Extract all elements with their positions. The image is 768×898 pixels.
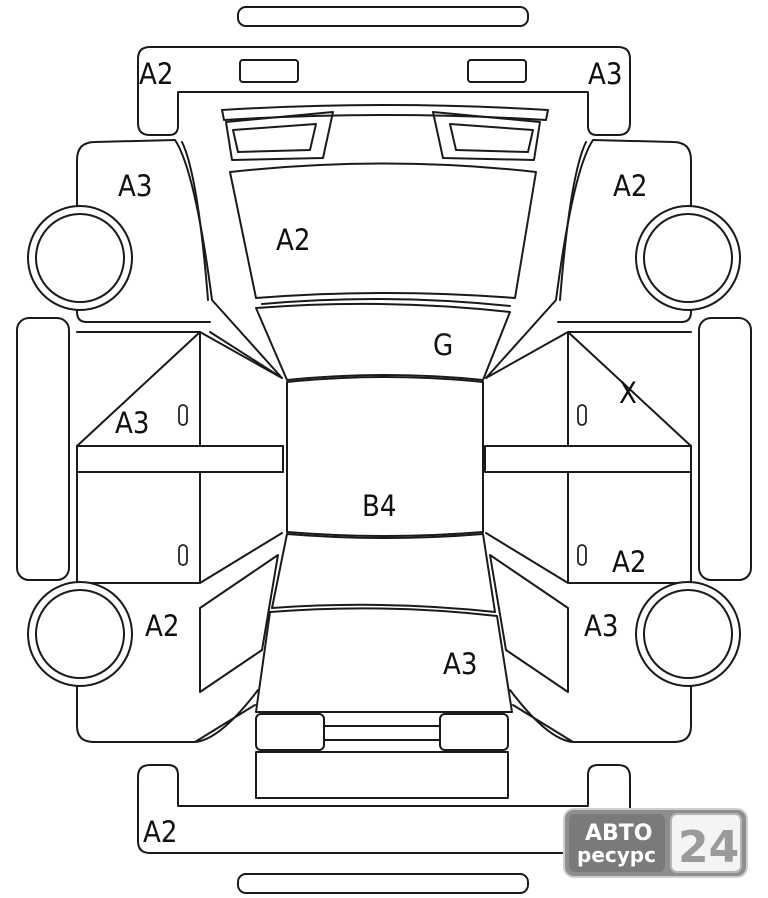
front-bumper xyxy=(137,46,631,136)
left-rear-handle xyxy=(178,544,188,566)
trunk-lid xyxy=(255,607,513,713)
rear-bumper xyxy=(137,764,631,854)
left-front-handle xyxy=(178,404,188,426)
front-left-wheel xyxy=(27,205,133,311)
left-rear-fender xyxy=(76,589,259,743)
avtoresurs24-logo: АВТО ресурс 24 xyxy=(563,808,748,878)
rear-plate-strip xyxy=(237,873,529,894)
right-taillight xyxy=(439,713,509,751)
label-windshield: G xyxy=(433,328,453,362)
label-front-door-left: A3 xyxy=(115,406,149,440)
right-headlight-inner xyxy=(449,123,534,153)
windshield xyxy=(255,302,511,381)
right-headlight xyxy=(432,111,541,161)
left-headlight xyxy=(225,111,334,161)
grille xyxy=(221,104,549,121)
right-rear-door xyxy=(484,471,692,584)
rear-panel xyxy=(255,751,509,799)
label-rear-fender-right: A3 xyxy=(584,609,618,643)
front-plate-strip xyxy=(237,6,529,27)
left-fog-light xyxy=(239,59,299,83)
left-pillar xyxy=(199,331,284,447)
rear-left-wheel xyxy=(27,581,133,687)
logo-line2: ресурс xyxy=(577,843,656,867)
label-front-bumper-right: A3 xyxy=(588,57,622,91)
right-fog-light xyxy=(467,59,527,83)
left-fender-line xyxy=(181,141,209,301)
hood xyxy=(229,162,537,299)
right-rocker xyxy=(484,445,692,473)
roof xyxy=(286,376,484,537)
left-front-door xyxy=(76,331,283,447)
right-front-door xyxy=(485,331,692,447)
logo-number: 24 xyxy=(678,822,739,873)
left-taillight xyxy=(255,713,325,751)
rear-right-wheel xyxy=(635,581,741,687)
right-fender-line xyxy=(559,141,587,301)
left-side-skirt xyxy=(16,317,70,581)
label-rear-bumper-left: A2 xyxy=(143,815,177,849)
left-rear-door xyxy=(76,471,284,584)
right-rear-fender xyxy=(509,589,692,743)
left-headlight-inner xyxy=(232,123,317,153)
label-front-fender-left: A3 xyxy=(118,169,152,203)
front-right-wheel xyxy=(635,205,741,311)
label-hood: A2 xyxy=(276,223,310,257)
left-rocker xyxy=(76,445,284,473)
logo-line1: АВТО xyxy=(585,821,653,846)
label-roof: B4 xyxy=(362,489,397,523)
rear-window xyxy=(271,533,496,613)
label-front-bumper-left: A2 xyxy=(139,57,173,91)
right-rear-handle xyxy=(577,544,587,566)
left-rear-quarter-window xyxy=(199,554,279,693)
right-side-skirt xyxy=(698,317,752,581)
hood-edge xyxy=(261,297,511,307)
label-rear-door-right: A2 xyxy=(612,545,646,579)
label-trunk: A3 xyxy=(443,647,477,681)
label-front-fender-right: A2 xyxy=(613,169,647,203)
label-rear-fender-left: A2 xyxy=(145,609,179,643)
label-front-door-right: X xyxy=(619,376,637,410)
right-front-handle xyxy=(577,404,587,426)
right-rear-quarter-window xyxy=(489,554,569,693)
trunk-garnish xyxy=(323,725,441,741)
